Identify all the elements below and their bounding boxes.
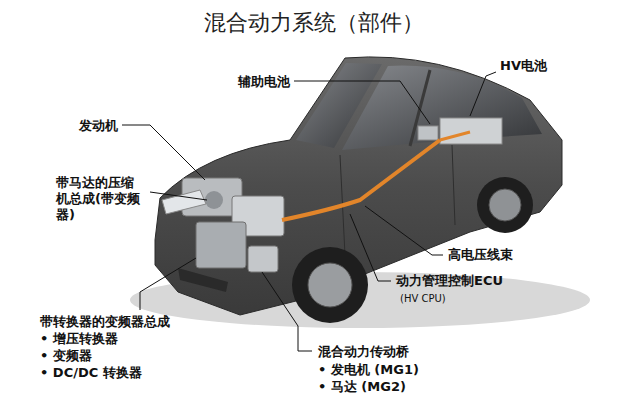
hv-cable [440, 132, 470, 140]
door-line [452, 145, 455, 225]
leader-line [122, 125, 205, 180]
part-label: 高电压线束 [448, 247, 513, 263]
part-label: 辅助电池 [238, 74, 290, 90]
leader-line [350, 214, 391, 281]
part-label: • 变频器 [40, 348, 92, 364]
part-label: HV电池 [500, 58, 547, 74]
hv-cable [282, 140, 440, 220]
front-rim [308, 263, 352, 307]
leader-line [262, 272, 312, 351]
diagram-title: 混合动力系统（部件） [0, 8, 628, 38]
side-window [342, 66, 542, 150]
part-label: 动力管理控制ECU [396, 273, 503, 289]
transaxle [196, 222, 246, 268]
part-label: • DC/DC 转换器 [40, 365, 142, 381]
part-label: • 马达 (MG2) [318, 379, 406, 395]
compressor [205, 191, 223, 209]
headlight [162, 190, 206, 214]
leader-line [294, 81, 430, 124]
part-label: • 增压转换器 [40, 331, 118, 347]
leader-line [150, 192, 207, 200]
front-wheel [292, 247, 368, 323]
grille [178, 268, 228, 292]
leader-line [140, 258, 196, 310]
aux-battery [418, 126, 438, 140]
rear-wheel [477, 177, 533, 233]
hv-battery [440, 118, 502, 144]
part-label: 混合动力传动桥 [318, 344, 409, 360]
converter [248, 246, 278, 272]
leader-line [470, 72, 496, 116]
part-label: • 发电机 (MG1) [318, 362, 419, 378]
rear-rim [489, 189, 521, 221]
part-label: 发动机 [79, 118, 118, 134]
part-label: 带马达的压缩 机总成(带变频 器) [56, 175, 148, 223]
leader-line [365, 206, 443, 255]
part-label: (HV CPU) [400, 291, 446, 307]
part-label: 带转换器的变频器总成 [40, 314, 170, 330]
